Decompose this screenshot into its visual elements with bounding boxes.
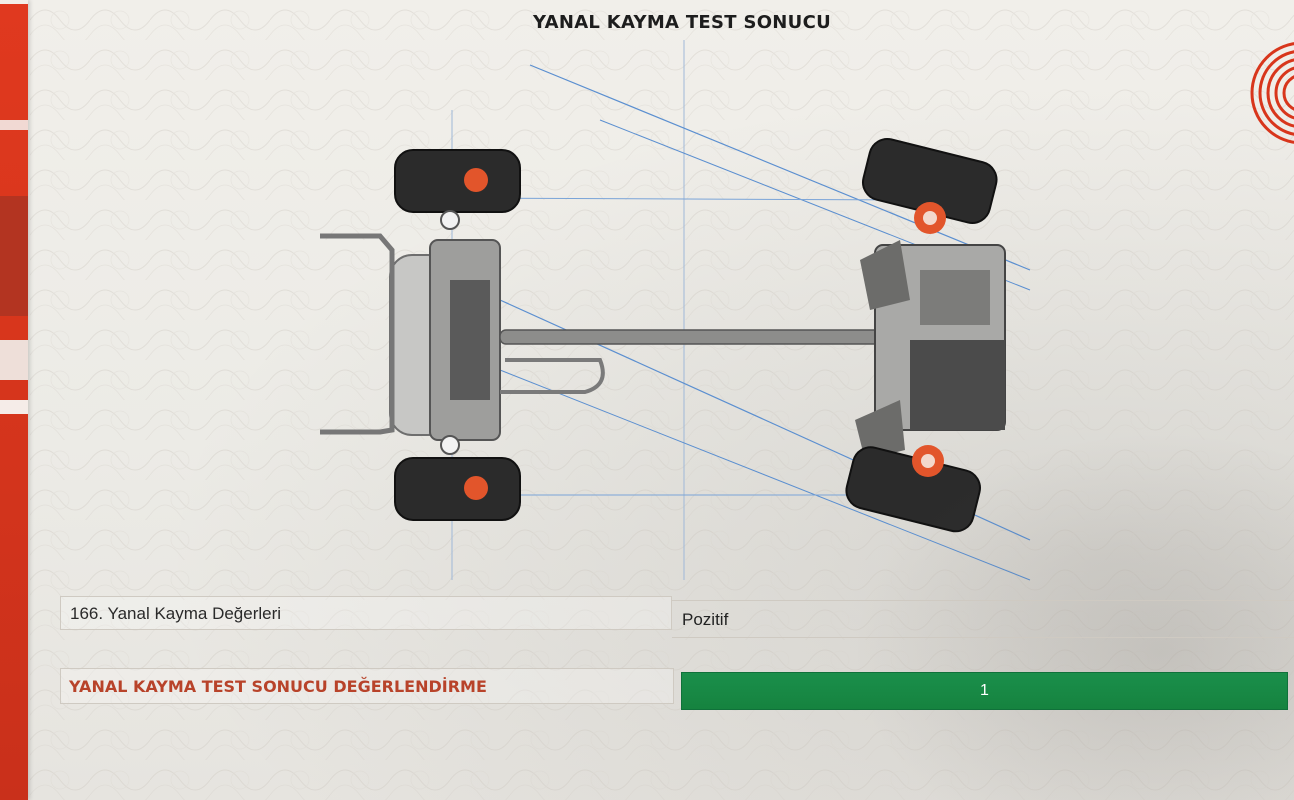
left-brand-band [0, 0, 28, 800]
brand-seal-icon [1250, 42, 1294, 144]
lateral-slip-evaluation-score: 1 [681, 672, 1288, 710]
lateral-slip-evaluation-row: YANAL KAYMA TEST SONUCU DEĞERLENDİRME 1 [60, 668, 1294, 712]
guilloche-background [30, 0, 1294, 800]
lateral-slip-values-label: 166. Yanal Kayma Değerleri [60, 596, 672, 630]
lateral-slip-values-result: Pozitif [672, 600, 1294, 638]
page-title: YANAL KAYMA TEST SONUCU [532, 12, 832, 33]
lateral-slip-values-row: 166. Yanal Kayma Değerleri Pozitif [60, 596, 1294, 638]
lateral-slip-evaluation-label: YANAL KAYMA TEST SONUCU DEĞERLENDİRME [60, 668, 674, 704]
chassis-illustration [320, 40, 1031, 581]
